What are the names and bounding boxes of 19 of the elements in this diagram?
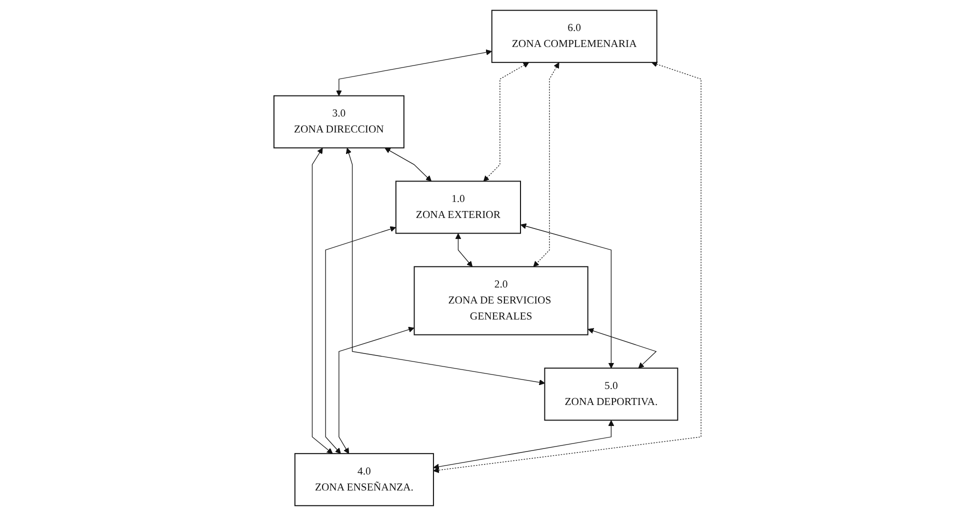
arrow xyxy=(433,420,614,470)
arrow xyxy=(533,62,560,267)
arrow xyxy=(312,148,333,454)
arrow xyxy=(346,148,545,386)
node-box: 6.0 ZONA COMPLEMENARIA xyxy=(491,10,658,63)
node-box: 4.0 ZONA ENSEÑANZA. xyxy=(294,453,434,506)
node-box: 1.0 ZONA EXTERIOR xyxy=(395,180,521,234)
arrow xyxy=(336,49,492,96)
arrow xyxy=(325,226,396,454)
arrow xyxy=(588,328,657,368)
node-box: 3.0 ZONA DIRECCION xyxy=(273,95,404,148)
node-box: 5.0 ZONA DEPORTIVA. xyxy=(544,368,678,421)
arrow xyxy=(520,223,614,368)
node-box: 2.0 ZONA DE SERVICIOS GENERALES xyxy=(414,266,588,336)
arrow xyxy=(433,61,702,474)
arrow xyxy=(455,233,473,267)
arrow xyxy=(483,62,530,182)
arrow xyxy=(384,148,432,182)
arrow xyxy=(338,326,414,454)
